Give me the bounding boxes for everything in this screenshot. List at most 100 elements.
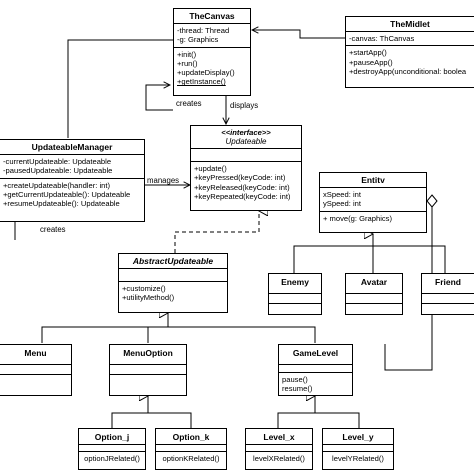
class-name: AbstractUpdateable <box>132 256 214 266</box>
method: pause() <box>282 375 308 384</box>
class-name: GameLevel <box>292 348 339 358</box>
divider <box>110 364 186 365</box>
attributes-section <box>156 444 226 451</box>
method: levelYRelated() <box>332 454 384 463</box>
label-manages: manages <box>147 176 180 185</box>
attributes-section <box>119 268 227 281</box>
divider <box>0 374 71 375</box>
class-the-midlet: TheMidlet -canvas: ThCanvas +startApp() … <box>345 16 474 88</box>
class-menu: Menu <box>0 344 72 396</box>
class-name: TheCanvas <box>189 11 235 21</box>
methods-section: +createUpdateable(handler: int) +getCurr… <box>0 177 144 211</box>
attribute: -thread: Thread <box>177 26 230 35</box>
attributes-section: -currentUpdateable: Updateable -pausedUp… <box>0 154 144 178</box>
attribute: -canvas: ThCanvas <box>349 34 415 43</box>
method: +destroyApp(unconditional: boolea <box>349 66 467 76</box>
method: +customize() <box>122 284 166 293</box>
method: +keyPressed(keyCode: int) <box>194 173 286 183</box>
attribute: -g: Graphics <box>177 35 219 45</box>
method: +keyReleased(keyCode: int) <box>194 182 290 192</box>
gamelevel-generalization <box>277 396 360 428</box>
attribute: -currentUpdateable: Updateable <box>3 157 112 166</box>
class-name: Menu <box>24 348 47 358</box>
class-option-k: Option_k optionKRelated() <box>155 428 227 470</box>
interface-name: Updateable <box>225 137 267 146</box>
attributes-section: xSpeed: int ySpeed: int <box>320 187 426 211</box>
method: +utilityMethod() <box>122 293 175 303</box>
divider <box>0 364 71 365</box>
method: levelXRelated() <box>253 454 305 463</box>
class-name: Option_k <box>172 432 210 442</box>
stereotype: <<interface>> <box>221 128 271 137</box>
class-the-canvas: TheCanvas -thread: Thread -g: Graphics +… <box>173 8 251 96</box>
methods-section: +startApp() +pauseApp() +destroyApp(unco… <box>346 45 474 78</box>
class-level-x: Level_x levelXRelated() <box>245 428 313 470</box>
aggregation-diamond-shape <box>426 194 438 208</box>
methods-section: pause() resume() <box>279 372 352 396</box>
methods-section: optionKRelated() <box>156 451 226 465</box>
attributes-section <box>191 148 301 161</box>
method: +pauseApp() <box>349 57 393 67</box>
method: +run() <box>177 58 198 68</box>
attribute: xSpeed: int <box>323 190 361 199</box>
attributes-section: -thread: Thread -g: Graphics <box>174 23 250 47</box>
method: +createUpdateable(handler: int) <box>3 180 111 190</box>
methods-section: + move(g: Graphics) <box>320 210 426 225</box>
entity-generalization <box>293 234 446 273</box>
class-name: Enemy <box>281 277 309 287</box>
method: +getInstance() <box>177 77 226 87</box>
divider <box>110 374 186 375</box>
methods-section: optionJRelated() <box>79 451 145 465</box>
method: +init() <box>177 49 197 59</box>
divider <box>422 303 474 304</box>
class-name: Entitv <box>361 175 385 185</box>
attributes-section <box>279 364 352 372</box>
class-menu-option: MenuOption <box>109 344 187 396</box>
method: +resumeUpdateable(): Updateable <box>3 199 120 209</box>
divider <box>346 303 402 304</box>
label-creates-canvas: creates <box>176 99 202 108</box>
divider <box>346 293 402 294</box>
abstract-realizes-updateable <box>174 211 259 253</box>
attributes-section <box>79 444 145 451</box>
divider <box>269 303 321 304</box>
divider <box>269 293 321 294</box>
class-name: MenuOption <box>123 348 173 358</box>
methods-section: levelYRelated() <box>323 451 393 465</box>
method: +getCurrentUpdateable(): Updateable <box>3 189 131 199</box>
class-game-level: GameLevel pause() resume() <box>278 344 353 396</box>
canvas-self-creates-loop <box>145 85 173 111</box>
attribute: -pausedUpdateable: Updateable <box>3 166 113 176</box>
method: +update() <box>194 164 227 173</box>
attributes-section: -canvas: ThCanvas <box>346 31 474 45</box>
method: optionJRelated() <box>84 454 140 463</box>
class-name: Friend <box>435 277 461 287</box>
methods-section: +update() +keyPressed(keyCode: int) +key… <box>191 161 301 203</box>
label-creates-manager: creates <box>40 225 66 234</box>
class-abstract-updateable: AbstractUpdateable +customize() +utility… <box>118 253 228 313</box>
method: +updateDisplay() <box>177 68 235 78</box>
canvas-creates-manager <box>67 39 173 138</box>
method: optionKRelated() <box>162 454 220 463</box>
class-option-j: Option_j optionJRelated() <box>78 428 146 470</box>
abstract-generalization <box>41 313 316 343</box>
class-name: Level_y <box>342 432 374 442</box>
label-displays: displays <box>230 101 259 110</box>
attributes-section <box>246 444 312 451</box>
menuoption-generalization <box>111 396 192 428</box>
class-updateable-manager: UpdateableManager -currentUpdateable: Up… <box>0 139 145 222</box>
class-name: TheMidlet <box>390 19 430 29</box>
attribute: ySpeed: int <box>323 199 361 209</box>
midlet-canvas-association <box>252 30 345 39</box>
class-avatar: Avatar <box>345 273 403 315</box>
attributes-section <box>323 444 393 451</box>
method: + move(g: Graphics) <box>323 213 393 223</box>
methods-section: +init() +run() +updateDisplay() +getInst… <box>174 46 250 89</box>
class-level-y: Level_y levelYRelated() <box>322 428 394 470</box>
methods-section: levelXRelated() <box>246 451 312 465</box>
method: +keyRepeated(keyCode: int) <box>194 191 291 201</box>
class-entity: Entitv xSpeed: int ySpeed: int + move(g:… <box>319 172 427 233</box>
class-enemy: Enemy <box>268 273 322 315</box>
class-name: Avatar <box>360 277 388 287</box>
class-name: Option_j <box>94 432 130 442</box>
